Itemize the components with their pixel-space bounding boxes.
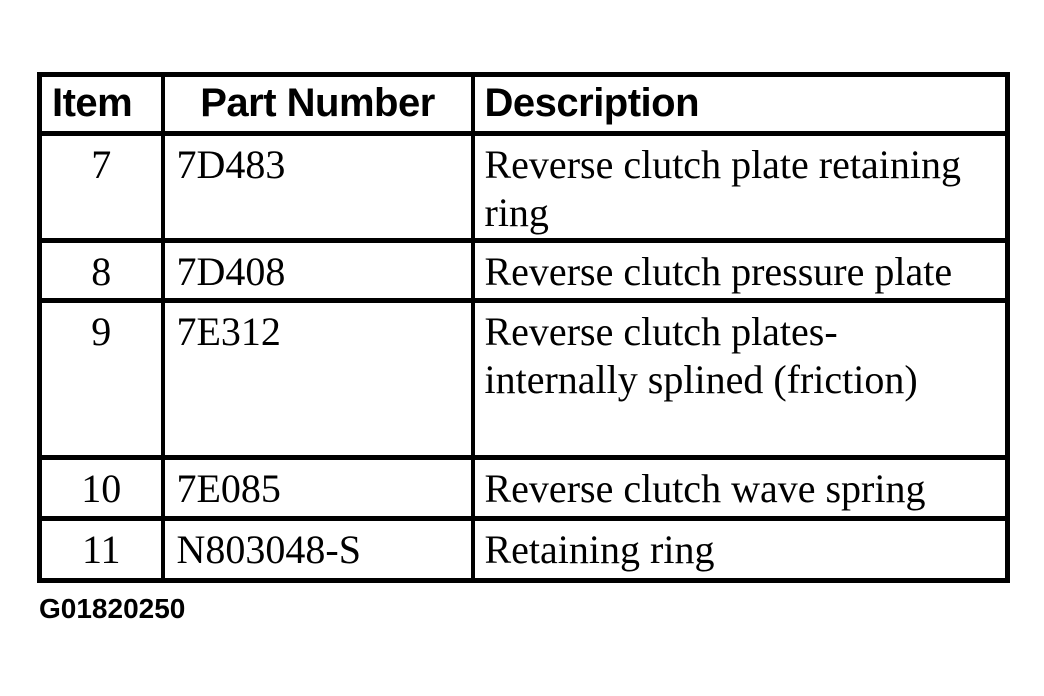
item-number: 8 bbox=[37, 238, 165, 303]
part-description: Reverse clutch plates-internally splined… bbox=[470, 298, 1010, 460]
part-description: Reverse clutch wave spring bbox=[470, 455, 1010, 521]
part-description: Reverse clutch plate retaining ring bbox=[470, 131, 1010, 243]
part-description: Reverse clutch pressure plate bbox=[470, 238, 1010, 303]
table-row: 11 N803048-S Retaining ring bbox=[37, 516, 1010, 583]
part-number: 7E312 bbox=[160, 298, 475, 460]
header-description: Description bbox=[470, 72, 1010, 136]
item-number: 10 bbox=[37, 455, 165, 521]
table-row: 9 7E312 Reverse clutch plates-internally… bbox=[37, 298, 1010, 460]
parts-table: Item Part Number Description 7 7D483 Rev… bbox=[37, 72, 1010, 583]
table-row: 8 7D408 Reverse clutch pressure plate bbox=[37, 238, 1010, 303]
part-description: Retaining ring bbox=[470, 516, 1010, 583]
table-row: 10 7E085 Reverse clutch wave spring bbox=[37, 455, 1010, 521]
table-header-row: Item Part Number Description bbox=[37, 72, 1010, 136]
header-part-number: Part Number bbox=[160, 72, 475, 136]
part-number: 7D408 bbox=[160, 238, 475, 303]
item-number: 7 bbox=[37, 131, 165, 243]
figure-id-label: G01820250 bbox=[39, 593, 186, 624]
part-number: 7D483 bbox=[160, 131, 475, 243]
item-number: 9 bbox=[37, 298, 165, 460]
part-number: N803048-S bbox=[160, 516, 475, 583]
header-item: Item bbox=[37, 72, 165, 136]
item-number: 11 bbox=[37, 516, 165, 583]
part-number: 7E085 bbox=[160, 455, 475, 521]
table-row: 7 7D483 Reverse clutch plate retaining r… bbox=[37, 131, 1010, 243]
